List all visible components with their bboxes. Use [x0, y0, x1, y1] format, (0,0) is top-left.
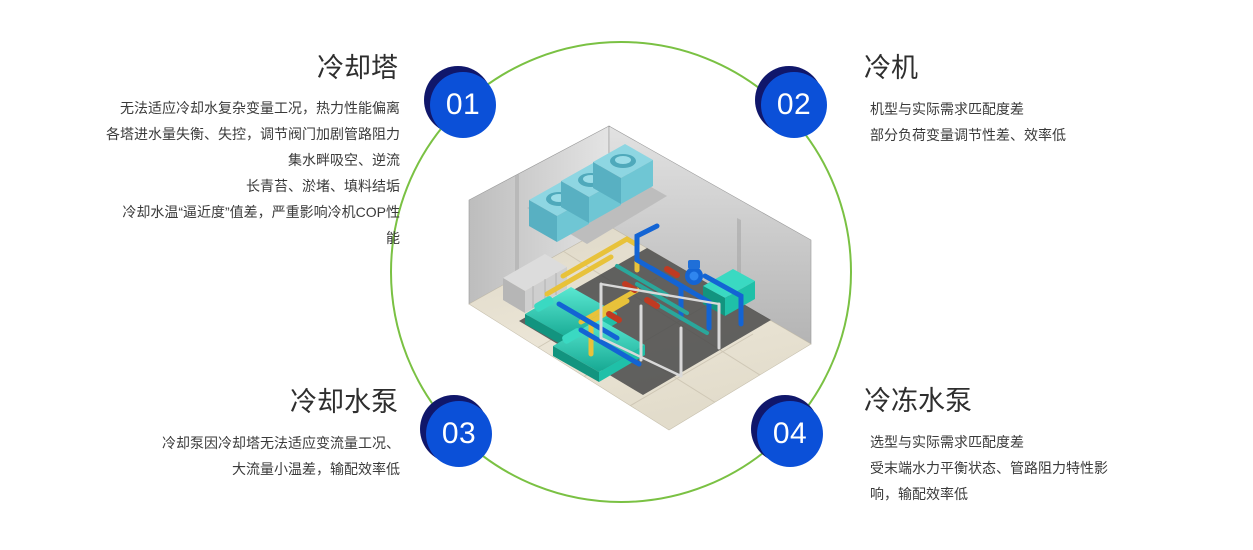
- node-line: 冷却泵因冷却塔无法适应变流量工况、: [162, 434, 400, 451]
- pipe-support-frame: [599, 282, 721, 378]
- node-body-03: 冷却泵因冷却塔无法适应变流量工况、 大流量小温差，输配效率低: [0, 430, 404, 482]
- node-line: 受末端水力平衡状态、管路阻力特性影: [870, 459, 1108, 476]
- pump-motor-1: [534, 296, 554, 312]
- node-block-cooling-water-pump: 冷却水泵 冷却泵因冷却塔无法适应变流量工况、 大流量小温差，输配效率低: [0, 386, 404, 482]
- node-line: 集水畔吸空、逆流: [288, 151, 400, 168]
- badge-02[interactable]: 02: [755, 66, 827, 138]
- node-body-01: 无法适应冷却水复杂变量工况，热力性能偏离 各塔进水量失衡、失控，调节阀门加剧管路…: [0, 95, 404, 251]
- node-line: 无法适应冷却水复杂变量工况，热力性能偏离: [120, 99, 400, 116]
- node-title-02: 冷机: [864, 53, 918, 83]
- node-body-04: 选型与实际需求匹配度差 受末端水力平衡状态、管路阻力特性影 响，输配效率低: [864, 429, 1253, 507]
- machine-room-illustration: [441, 108, 823, 432]
- node-title-04: 冷冻水泵: [864, 386, 972, 416]
- node-line: 长青苔、淤堵、填料结垢: [246, 177, 400, 194]
- badge-01[interactable]: 01: [424, 66, 496, 138]
- badge-number-02: 02: [776, 88, 812, 121]
- node-line: 冷却水温“逼近度”值差，严重影响冷机COP性: [122, 203, 400, 220]
- pipe-red-valves: [606, 266, 680, 323]
- machine-room-svg: [468, 125, 812, 431]
- badge-disc-04: 04: [757, 401, 823, 467]
- badge-number-01: 01: [445, 88, 481, 121]
- valve-cluster: [685, 260, 703, 285]
- badge-03[interactable]: 03: [420, 395, 492, 467]
- pipe-network: [544, 223, 744, 378]
- badge-disc-02: 02: [761, 72, 827, 138]
- node-block-chilled-water-pump: 冷冻水泵 选型与实际需求匹配度差 受末端水力平衡状态、管路阻力特性影 响，输配效…: [864, 385, 1253, 507]
- pipe-teal: [615, 264, 709, 335]
- node-line: 各塔进水量失衡、失控，调节阀门加剧管路阻力: [106, 125, 400, 142]
- node-line: 部分负荷变量调节性差、效率低: [870, 126, 1066, 143]
- node-line: 大流量小温差，输配效率低: [232, 460, 400, 477]
- wall-left-panel-seam: [515, 174, 519, 278]
- node-line: 选型与实际需求匹配度差: [870, 433, 1024, 450]
- node-body-02: 机型与实际需求匹配度差 部分负荷变量调节性差、效率低: [864, 96, 1253, 148]
- node-block-chiller: 冷机 机型与实际需求匹配度差 部分负荷变量调节性差、效率低: [864, 52, 1253, 148]
- badge-04[interactable]: 04: [751, 395, 823, 467]
- cooling-tower-3: [593, 144, 653, 204]
- badge-number-03: 03: [441, 417, 477, 450]
- node-line: 响，输配效率低: [870, 485, 968, 502]
- badge-number-04: 04: [772, 417, 808, 450]
- node-block-cooling-tower: 冷却塔 无法适应冷却水复杂变量工况，热力性能偏离 各塔进水量失衡、失控，调节阀门…: [0, 52, 404, 251]
- node-line: 机型与实际需求匹配度差: [870, 100, 1024, 117]
- node-title-03: 冷却水泵: [290, 387, 398, 417]
- badge-disc-01: 01: [430, 72, 496, 138]
- node-line: 能: [386, 229, 400, 246]
- cooling-tower-group: [527, 144, 667, 244]
- electrical-panel: [503, 254, 567, 313]
- badge-disc-03: 03: [426, 401, 492, 467]
- node-title-01: 冷却塔: [317, 53, 398, 83]
- pump-motor-2: [562, 328, 582, 344]
